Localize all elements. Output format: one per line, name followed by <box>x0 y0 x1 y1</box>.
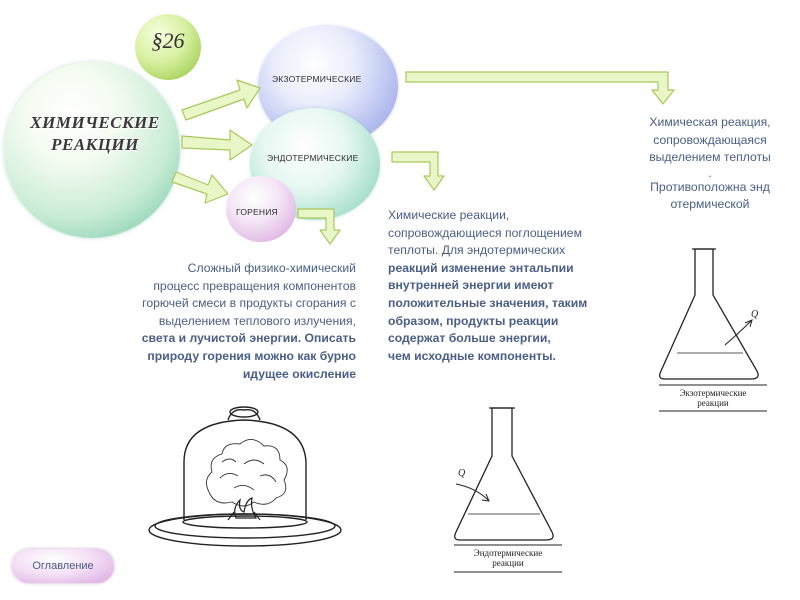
combustion-def-line: природу горения можно как бурно <box>147 348 356 363</box>
exo-def-line: Химическая реакция, <box>649 115 771 129</box>
elbow-arrow-endo-icon <box>391 151 445 191</box>
main-bubble <box>4 62 180 238</box>
combustion-definition: Сложный физико-химический процесс превра… <box>122 260 356 383</box>
combustion-def-line: выделением теплового излучения, <box>158 313 356 328</box>
heat-in-arrow-icon <box>455 483 489 501</box>
toc-button[interactable]: Оглавление <box>12 549 114 583</box>
combustion-bell-jar-illustration <box>148 406 342 547</box>
combustion-label: ГОРЕНИЯ <box>236 207 278 217</box>
combustion-def-line: Сложный физико-химический <box>187 261 356 275</box>
exo-caption-1: Экзотермические <box>680 388 747 398</box>
arrow-to-endo-icon <box>181 129 253 161</box>
elbow-arrow-exo-icon <box>405 71 675 105</box>
flask-outline-icon <box>659 248 759 380</box>
endo-def-line: Химические реакции, <box>388 208 510 222</box>
endo-def-line: теплоты. Для эндотермических <box>388 243 566 258</box>
paragraph-bubble <box>135 14 201 80</box>
heat-out-arrow-icon <box>724 320 752 346</box>
exo-flask-figure: Q Экзотермические реакции <box>659 248 767 412</box>
combustion-def-line: света и лучистой энергии. Описать <box>141 331 356 346</box>
elbow-arrow-combustion-icon <box>297 208 341 245</box>
exo-def-line: отермической <box>670 197 750 212</box>
bell-jar-icon <box>183 419 307 520</box>
endo-caption-2: реакции <box>492 558 524 568</box>
endo-caption-1: Эндотермические <box>474 548 542 558</box>
endo-q-label: Q <box>458 468 466 479</box>
combustion-def-line: процесс превращения компонентов <box>153 278 356 293</box>
exo-q-label: Q <box>751 309 759 320</box>
endo-definition: Химические реакции, сопровождающиеся пог… <box>388 207 646 365</box>
exo-def-line: Противоположна энд <box>650 179 770 194</box>
endo-def-line: реакций изменение энтальпии <box>388 260 574 275</box>
arrow-to-exo-icon <box>181 79 261 121</box>
flame-icon <box>227 497 261 521</box>
exo-definition: Химическая реакция, сопровождающаяся выд… <box>624 114 796 214</box>
arrow-to-combustion-icon <box>171 171 229 204</box>
combustion-def-line: горючей смеси в продукты сгорания с <box>142 296 356 311</box>
combustion-bubble <box>226 176 296 242</box>
endo-def-line: внутренней энергии имеют <box>388 278 554 293</box>
paragraph-number: §26 <box>151 28 185 53</box>
flask-outline-icon <box>454 407 554 541</box>
endo-label: ЭНДОТЕРМИЧЕСКИЕ <box>267 153 359 163</box>
endo-def-line: сопровождающиеся поглощением <box>388 225 582 240</box>
exo-def-line: . <box>708 165 712 180</box>
combustion-def-line: идущее окисление <box>242 366 356 381</box>
endo-def-line: чем исходные компоненты. <box>388 348 556 363</box>
exo-def-line: выделением теплоты <box>649 150 771 165</box>
exo-label: ЭКЗОТЕРМИЧЕСКИЕ <box>272 74 362 84</box>
endo-flask-figure: Q Эндотермические реакции <box>454 407 562 573</box>
smoke-cloud-icon <box>206 439 288 507</box>
exo-def-line: сопровождающаяся <box>653 132 767 147</box>
endo-def-line: положительные значения, таким <box>388 295 588 310</box>
exo-caption-2: реакции <box>697 398 729 408</box>
endo-def-line: содержат больше энергии, <box>388 331 551 346</box>
endo-def-line: образом, продукты реакции <box>388 313 559 328</box>
